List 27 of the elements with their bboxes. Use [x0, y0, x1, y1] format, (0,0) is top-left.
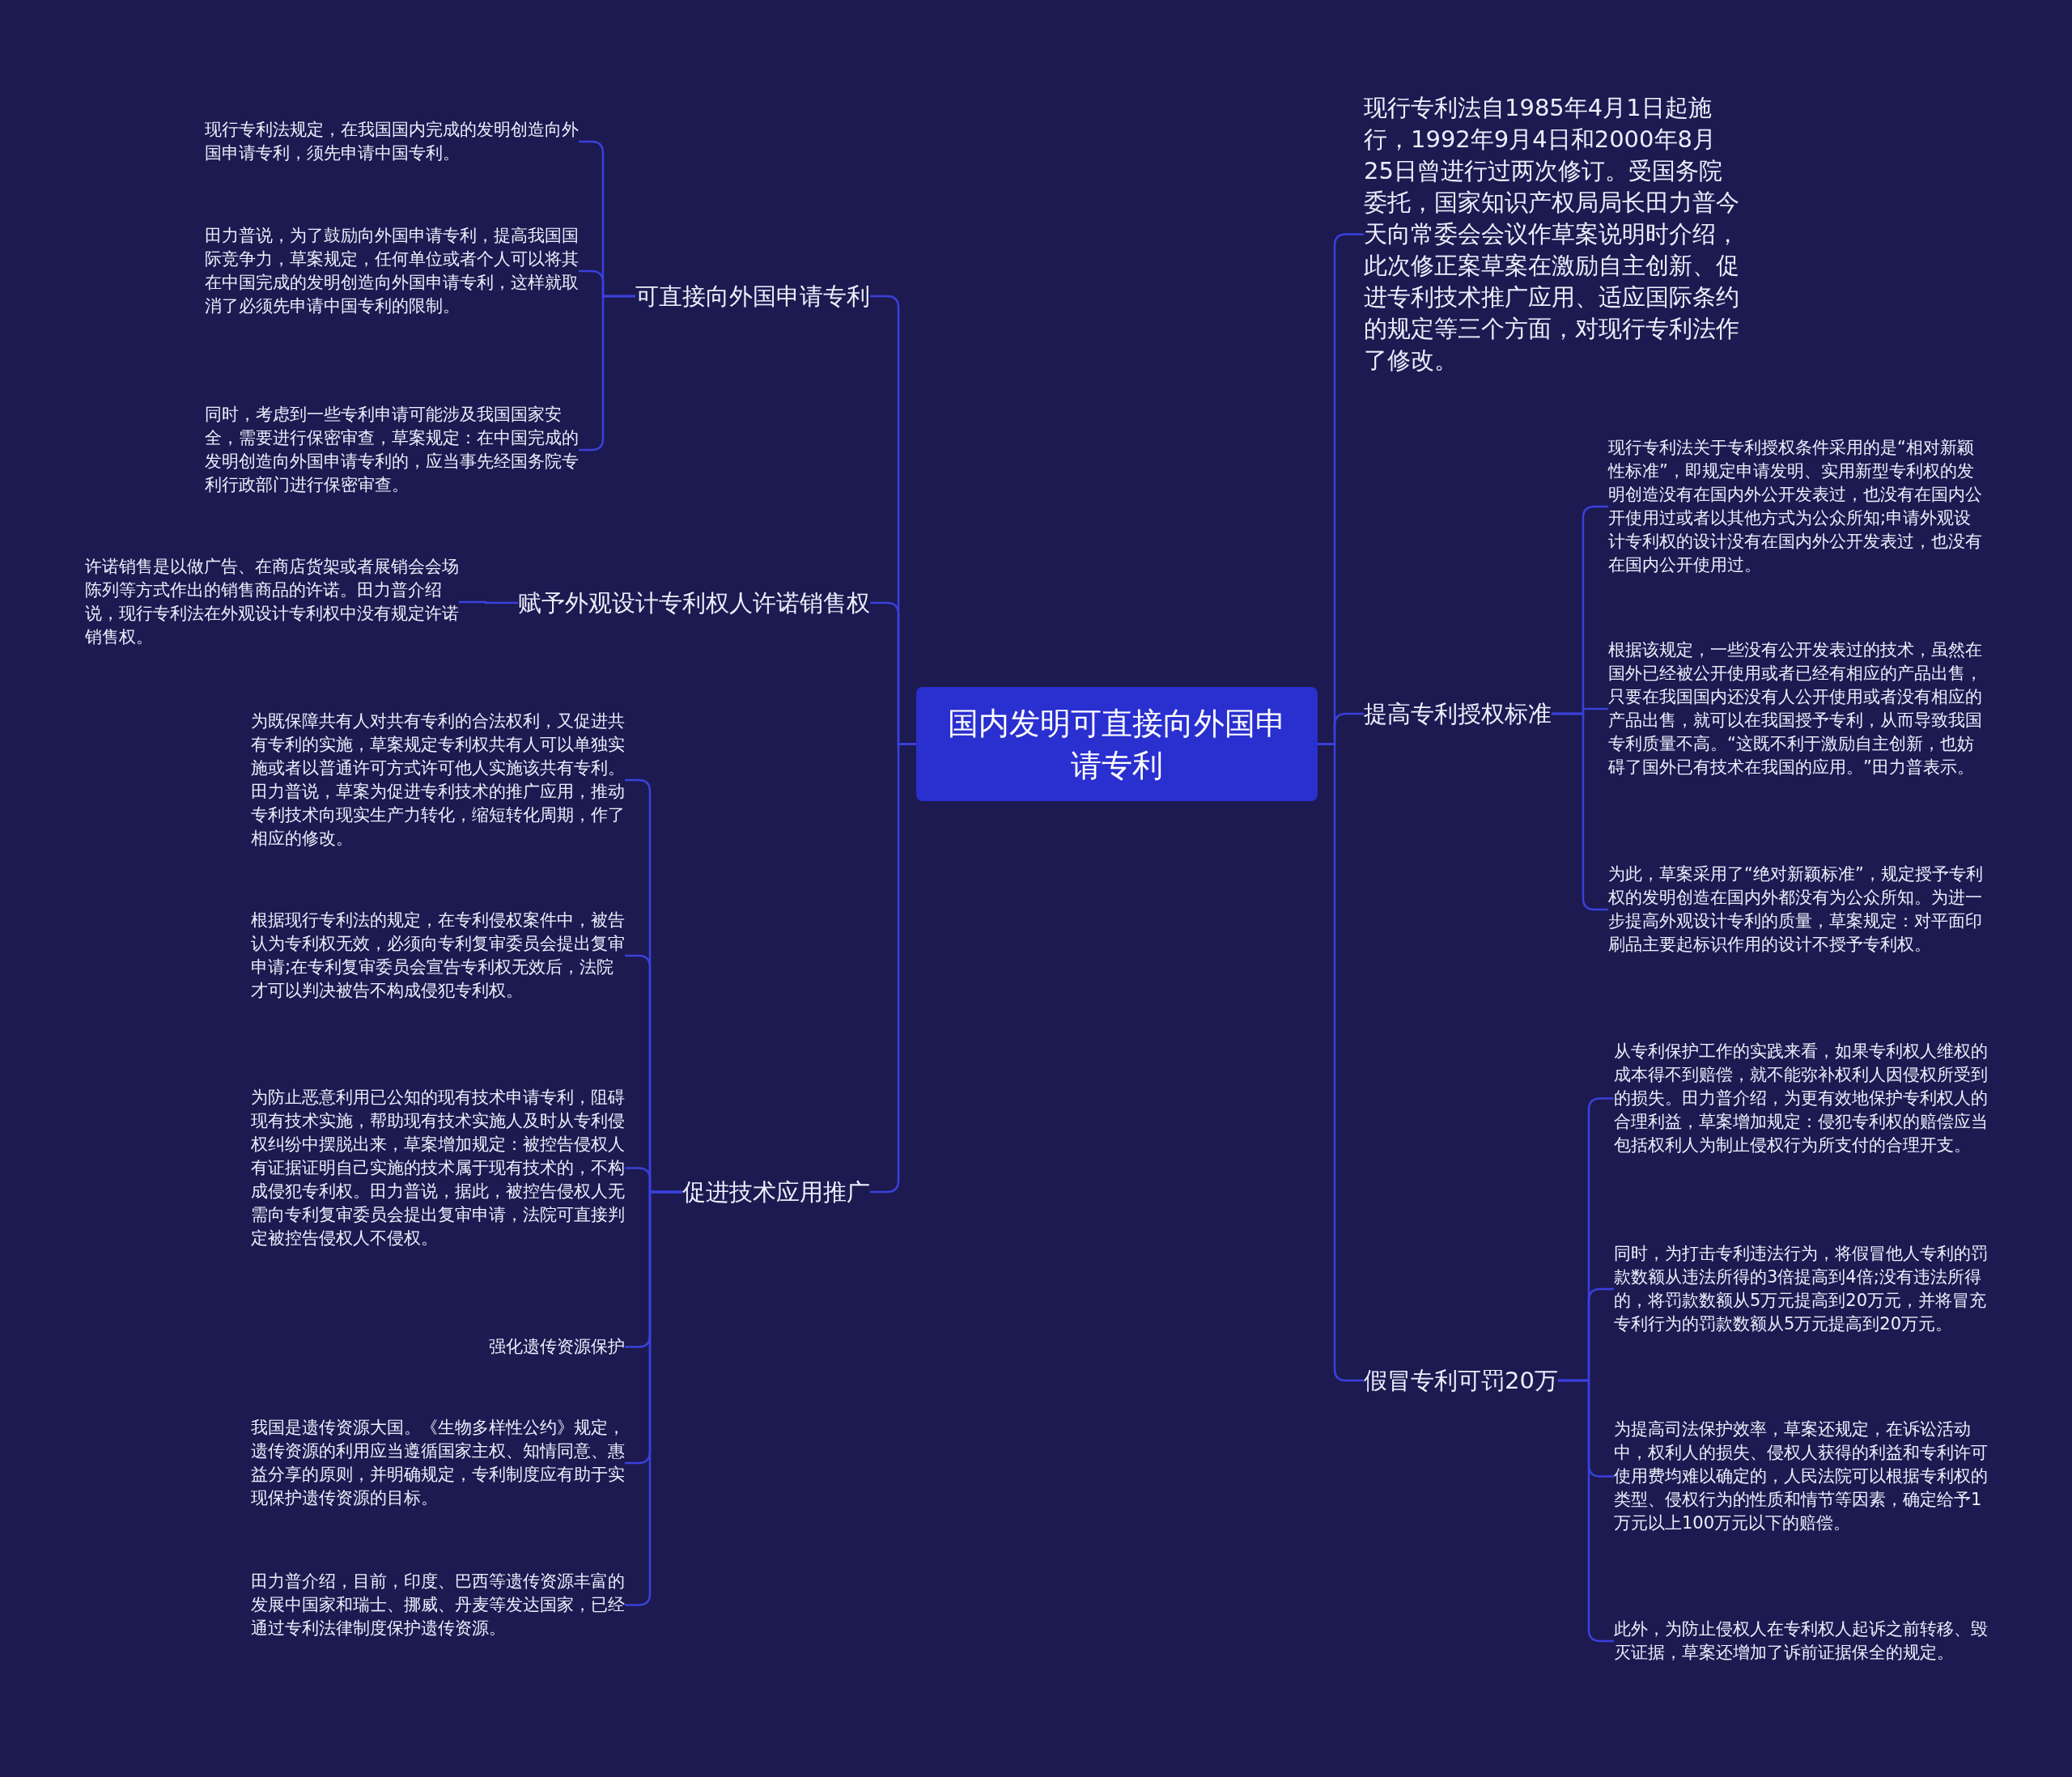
detail-text: 同时，考虑到一些专利申请可能涉及我国国家安全，需要进行保密审查，草案规定：在中国完成的发明创造向外国申请专利的，应当事先经国务院专利行政部门进行保密审查。: [205, 403, 579, 497]
branch-topic: 提高专利授权标准: [1364, 698, 1552, 730]
detail-text: 根据现行专利法的规定，在专利侵权案件中，被告认为专利权无效，必须向专利复审委员会提出复审申请;在专利复审委员会宣告专利权无效后，法院才可以判决被告不构成侵犯专利权。: [251, 909, 625, 1003]
connector-line: [1318, 743, 1364, 1382]
detail-text: 同时，为打击专利违法行为，将假冒他人专利的罚款数额从违法所得的3倍提高到4倍;没有违法所得的，将罚款数额从5万元提高到20万元，并将冒充专利行为的罚款数额从5万元提高到20万元。: [1614, 1242, 1993, 1336]
detail-text: 许诺销售是以做广告、在商店货架或者展销会会场陈列等方式作出的销售商品的许诺。田力普介绍说，现行专利法在外观设计专利权中没有规定许诺销售权。: [85, 555, 459, 649]
detail-text: 现行专利法自1985年4月1日起施行，1992年9月4日和2000年8月25日曾进行过两次修订。受国务院委托，国家知识产权局局长田力普今天向常委会会议作草案说明时介绍，此次修正案草案在激励自主创新、促进专利技术推广应用、适应国际条约的规定等三个方面，对现行专利法作了修改。: [1364, 92, 1744, 376]
detail-text: 田力普介绍，目前，印度、巴西等遗传资源丰富的发展中国家和瑞士、挪威、丹麦等发达国家，已经通过专利法律制度保护遗传资源。: [251, 1570, 625, 1640]
detail-text: 为防止恶意利用已公知的现有技术申请专利，阻碍现有技术实施，帮助现有技术实施人及时从专利侵权纠纷中摆脱出来，草案增加规定：被控告侵权人有证据证明自己实施的技术属于现有技术的，不构成侵犯专利权。田力普说，据此，被控告侵权人无需向专利复审委员会提出复审申请，法院可直接判定被控告侵权人不侵权。: [251, 1086, 625, 1250]
detail-text: 根据该规定，一些没有公开发表过的技术，虽然在国外已经被公开使用或者已经有相应的产品出售，只要在我国国内还没有人公开使用或者没有相应的产品出售，就可以在我国授予专利，从而导致我国专利质量不高。“这既不利于激励自主创新，也妨碍了国外已有技术在我国的应用。”田力普表示。: [1608, 638, 1987, 779]
branch-topic: 假冒专利可罚20万: [1364, 1364, 1558, 1397]
connector-line: [459, 600, 518, 604]
detail-text: 为提高司法保护效率，草案还规定，在诉讼活动中，权利人的损失、侵权人获得的利益和专利许可使用费均难以确定的，人民法院可以根据专利权的类型、侵权行为的性质和情节等因素，确定给予1万元以上100万元以下的赔偿。: [1614, 1418, 1993, 1535]
central-topic: 国内发明可直接向外国申请专利: [916, 687, 1318, 801]
detail-text: 我国是遗传资源大国。《生物多样性公约》规定，遗传资源的利用应当遵循国家主权、知情同意、惠益分享的原则，并明确规定，专利制度应有助于实现保护遗传资源的目标。: [251, 1416, 625, 1510]
connector-line: [870, 743, 916, 1194]
branch-topic: 可直接向外国申请专利: [635, 280, 870, 312]
detail-text: 此外，为防止侵权人在专利权人起诉之前转移、毁灭证据，草案还增加了诉前证据保全的规定。: [1614, 1618, 1993, 1665]
detail-text: 为既保障共有人对共有专利的合法权利，又促进共有专利的实施，草案规定专利权共有人可以单独实施或者以普通许可方式许可他人实施该共有专利。田力普说，草案为促进专利技术的推广应用，推动专利技术向现实生产力转化，缩短转化周期，作了相应的修改。: [251, 710, 625, 850]
detail-text: 强化遗传资源保护: [489, 1335, 625, 1359]
detail-text: 为此，草案采用了“绝对新颖标准”，规定授予专利权的发明创造在国内外都没有为公众所知。为进一步提高外观设计专利的质量，草案规定：对平面印刷品主要起标识作用的设计不授予专利权。: [1608, 863, 1987, 956]
detail-text: 从专利保护工作的实践来看，如果专利权人维权的成本得不到赔偿，就不能弥补权利人因侵权所受到的损失。田力普介绍，为更有效地保护专利权人的合理利益，草案增加规定：侵犯专利权的赔偿应当包括权利人为制止侵权行为所支付的合理开支。: [1614, 1040, 1993, 1157]
detail-text: 田力普说，为了鼓励向外国申请专利，提高我国国际竞争力，草案规定，任何单位或者个人可以将其在中国完成的发明创造向外国申请专利，这样就取消了必须先申请中国专利的限制。: [205, 224, 579, 318]
detail-text: 现行专利法规定，在我国国内完成的发明创造向外国申请专利，须先申请中国专利。: [205, 118, 579, 165]
branch-topic: 促进技术应用推广: [682, 1176, 870, 1208]
detail-text: 现行专利法关于专利授权条件采用的是“相对新颖性标准”，即规定申请发明、实用新型专利权的发明创造没有在国内外公开发表过，也没有在国内公开使用过或者以其他方式为公众所知;申请外观设计专利权的设计没有在国内外公开发表过，也没有在国内公开使用过。: [1608, 436, 1987, 577]
branch-topic: 赋予外观设计专利权人许诺销售权: [518, 587, 870, 619]
